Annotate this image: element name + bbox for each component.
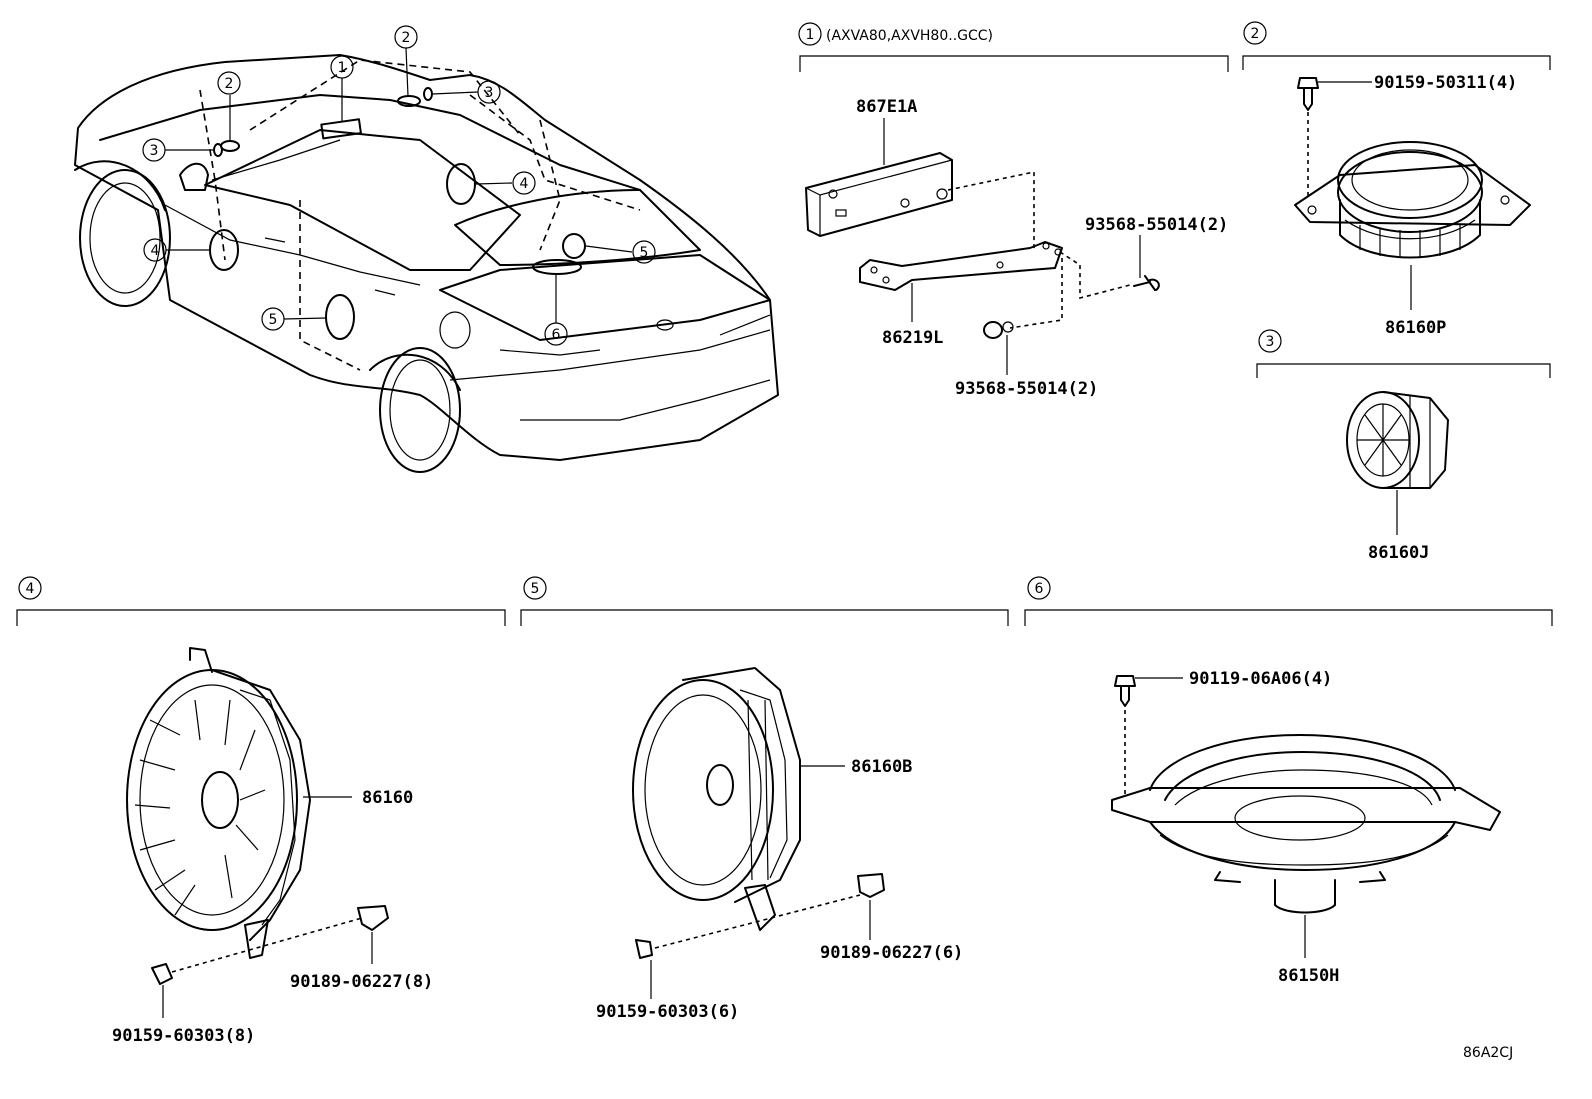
svg-text:2: 2 <box>225 76 234 92</box>
section-3: 3 86160J <box>1256 329 1551 563</box>
svg-text:867E1A: 867E1A <box>856 97 917 117</box>
svg-text:(AXVA80,AXVH80..GCC): (AXVA80,AXVH80..GCC) <box>826 28 993 44</box>
svg-text:86160J: 86160J <box>1368 543 1429 563</box>
svg-text:6: 6 <box>552 327 561 343</box>
svg-text:86160: 86160 <box>362 788 413 808</box>
callout-3: 3 <box>477 80 501 104</box>
section-5: 5 86160B 90189-06227(6) 90159-60303(6) <box>520 576 1009 1022</box>
svg-text:86160B: 86160B <box>851 757 912 777</box>
callout-2: 2 <box>394 25 418 49</box>
section-1: 1 (AXVA80,AXVH80..GCC) 867E1A 93568-5501… <box>798 22 1229 399</box>
svg-text:90159-60303(6): 90159-60303(6) <box>596 1002 739 1022</box>
svg-text:4: 4 <box>520 176 529 192</box>
svg-text:86219L: 86219L <box>882 328 943 348</box>
svg-text:2: 2 <box>402 30 411 46</box>
svg-text:1: 1 <box>338 60 347 76</box>
callout-5: 5 <box>261 307 285 331</box>
svg-text:93568-55014(2): 93568-55014(2) <box>1085 215 1228 235</box>
svg-text:6: 6 <box>1035 581 1044 597</box>
callout-6: 6 <box>544 322 568 346</box>
svg-text:90119-06A06(4): 90119-06A06(4) <box>1189 669 1332 689</box>
svg-text:90189-06227(8): 90189-06227(8) <box>290 972 433 992</box>
svg-text:3: 3 <box>1266 334 1275 350</box>
svg-text:90189-06227(6): 90189-06227(6) <box>820 943 963 963</box>
svg-text:5: 5 <box>269 312 278 328</box>
svg-text:4: 4 <box>26 581 35 597</box>
section-4: 4 86160 90189-06227(8) 90159-60303(8) <box>16 576 506 1046</box>
svg-text:3: 3 <box>485 85 494 101</box>
svg-text:1: 1 <box>806 27 815 43</box>
callout-4: 4 <box>143 238 167 262</box>
callout-3: 3 <box>142 138 166 162</box>
svg-text:90159-60303(8): 90159-60303(8) <box>112 1026 255 1046</box>
svg-text:3: 3 <box>150 143 159 159</box>
callout-5: 5 <box>632 240 656 264</box>
svg-text:90159-50311(4): 90159-50311(4) <box>1374 73 1517 93</box>
section-2: 2 90159-50311(4) 86160P <box>1242 21 1551 338</box>
svg-text:4: 4 <box>151 243 160 259</box>
car-callouts: 1 2 2 3 3 4 4 5 5 6 <box>142 25 656 346</box>
callout-2: 2 <box>217 71 241 95</box>
section-6: 6 90119-06A06(4) 86150H <box>1024 576 1553 986</box>
svg-text:86160P: 86160P <box>1385 318 1446 338</box>
car-overview <box>74 47 779 473</box>
illustration-code: 86A2CJ <box>1463 1045 1513 1061</box>
svg-text:2: 2 <box>1251 26 1260 42</box>
svg-text:86150H: 86150H <box>1278 966 1339 986</box>
svg-text:93568-55014(2): 93568-55014(2) <box>955 379 1098 399</box>
callout-1: 1 <box>330 55 354 79</box>
callout-4: 4 <box>512 171 536 195</box>
svg-text:5: 5 <box>531 581 540 597</box>
svg-text:5: 5 <box>640 245 649 261</box>
